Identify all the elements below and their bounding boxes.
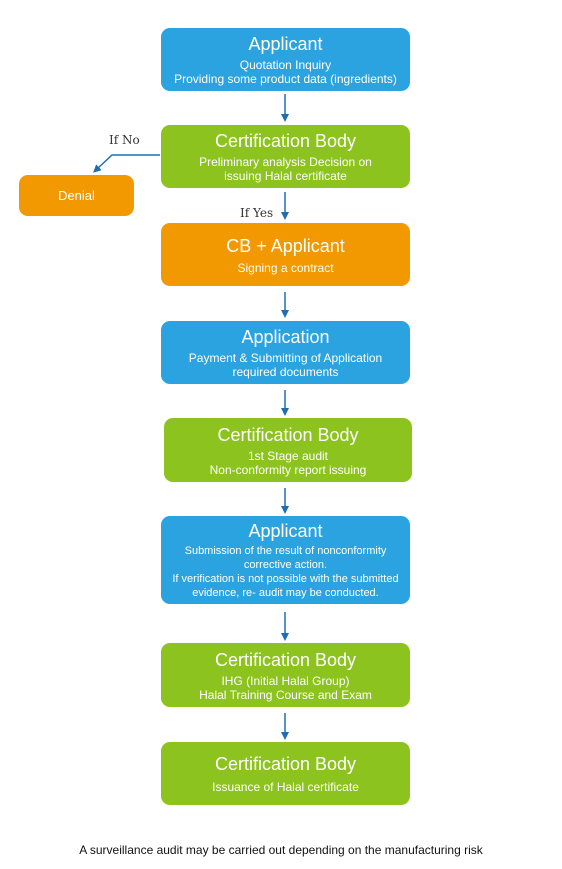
step-applicant-corrective: Applicant Submission of the result of no… [161, 516, 410, 604]
denial-box: Denial [19, 175, 134, 216]
footer-note: A surveillance audit may be carried out … [79, 843, 483, 857]
step-description: Quotation Inquiry Providing some product… [174, 58, 397, 86]
step-applicant-quotation: Applicant Quotation Inquiry Providing so… [161, 28, 410, 91]
step-certification-training: Certification Body IHG (Initial Halal Gr… [161, 643, 410, 707]
arrow-denial [93, 154, 160, 173]
denial-label: Denial [58, 187, 95, 203]
step-title: Certification Body [214, 649, 357, 670]
step-title: Certification Body [217, 424, 359, 445]
step-title: Applicant [248, 521, 323, 541]
step-application: Application Payment & Submitting of Appl… [161, 321, 410, 384]
step-title: Application [241, 327, 330, 347]
step-title: CB + Applicant [226, 235, 345, 256]
step-title: Certification Body [214, 131, 357, 151]
step-description: IHG (Initial Halal Group) Halal Training… [199, 673, 372, 702]
if-no-label: If No [109, 133, 140, 147]
step-cb-applicant-contract: CB + Applicant Signing a contract [161, 223, 410, 286]
step-title: Certification Body [214, 754, 357, 774]
step-description: Issuance of Halal certificate [212, 780, 359, 794]
step-description: Submission of the result of nonconformit… [172, 545, 399, 599]
if-yes-label: If Yes [240, 206, 274, 220]
step-description: Signing a contract [237, 260, 334, 275]
step-certification-first-audit: Certification Body 1st Stage audit Non-c… [164, 418, 412, 482]
step-description: Payment & Submitting of Application requ… [188, 351, 383, 379]
step-title: Applicant [248, 34, 323, 54]
step-certification-preliminary: Certification Body Preliminary analysis … [161, 125, 410, 188]
step-certification-issuance: Certification Body Issuance of Halal cer… [161, 742, 410, 805]
step-description: Preliminary analysis Decision on issuing… [199, 155, 372, 183]
step-description: 1st Stage audit Non-conformity report is… [209, 448, 367, 477]
